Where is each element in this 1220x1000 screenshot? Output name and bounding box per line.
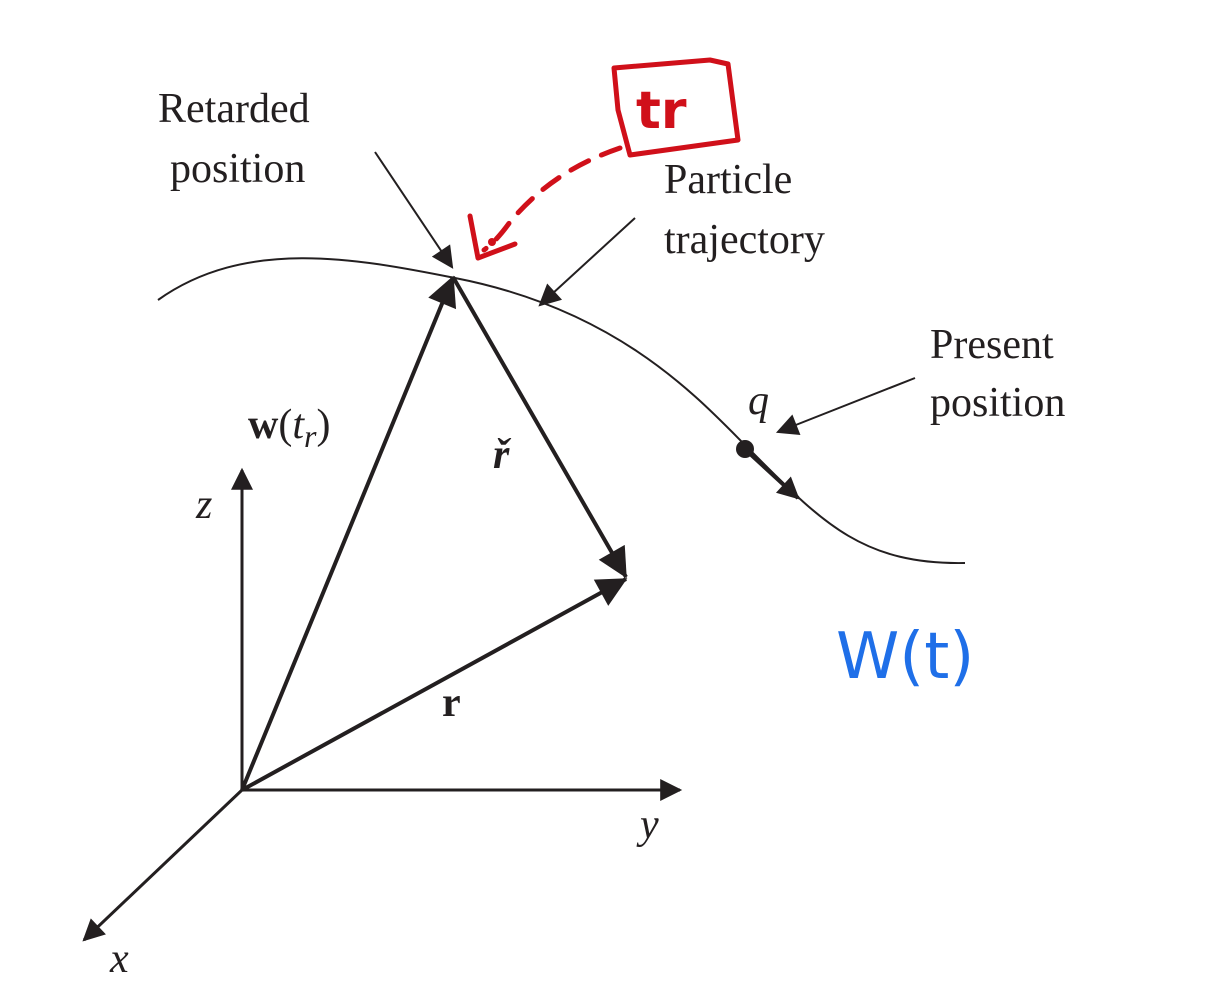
w-tr-vector — [240, 275, 457, 791]
w-tr-label: w(tr) — [248, 402, 330, 454]
w-tr-label-sub: r — [304, 418, 317, 454]
particle-trajectory-curve — [157, 257, 966, 565]
red-dashed-arrow — [481, 145, 623, 253]
trajectory-label-line1: Particle — [664, 157, 792, 203]
charge-label: q — [748, 378, 769, 424]
script-r-label: ř — [493, 432, 512, 478]
w-tr-label-t: t — [292, 402, 305, 448]
w-tr-label-w: w — [248, 402, 279, 448]
w-tr-label-open: ( — [278, 402, 292, 448]
trajectory-label-line2: trajectory — [664, 217, 825, 263]
blue-annotation-text: W(t) — [836, 620, 974, 694]
axis-y-label: y — [636, 802, 659, 848]
present-pointer-arrow — [775, 377, 916, 435]
axis-x-label: x — [109, 936, 129, 982]
r-vector-label: r — [442, 680, 461, 726]
present-label-line1: Present — [930, 322, 1054, 368]
retarded-label-line2: position — [170, 146, 305, 192]
retarded-label-line1: Retarded — [158, 86, 310, 132]
w-tr-label-close: ) — [316, 402, 330, 448]
retarded-pointer-arrow — [374, 151, 454, 269]
r-vector — [241, 577, 628, 792]
red-dot — [488, 238, 496, 246]
script-r-vector — [451, 276, 628, 579]
red-annotation-text: tr — [636, 81, 687, 141]
present-label-line2: position — [930, 380, 1065, 426]
red-annotation-box — [611, 57, 741, 158]
trajectory-pointer-arrow — [538, 217, 636, 307]
x-axis — [82, 788, 244, 942]
red-arrowhead — [467, 213, 518, 261]
axis-z-label: z — [195, 482, 212, 528]
velocity-arrow — [746, 450, 800, 500]
